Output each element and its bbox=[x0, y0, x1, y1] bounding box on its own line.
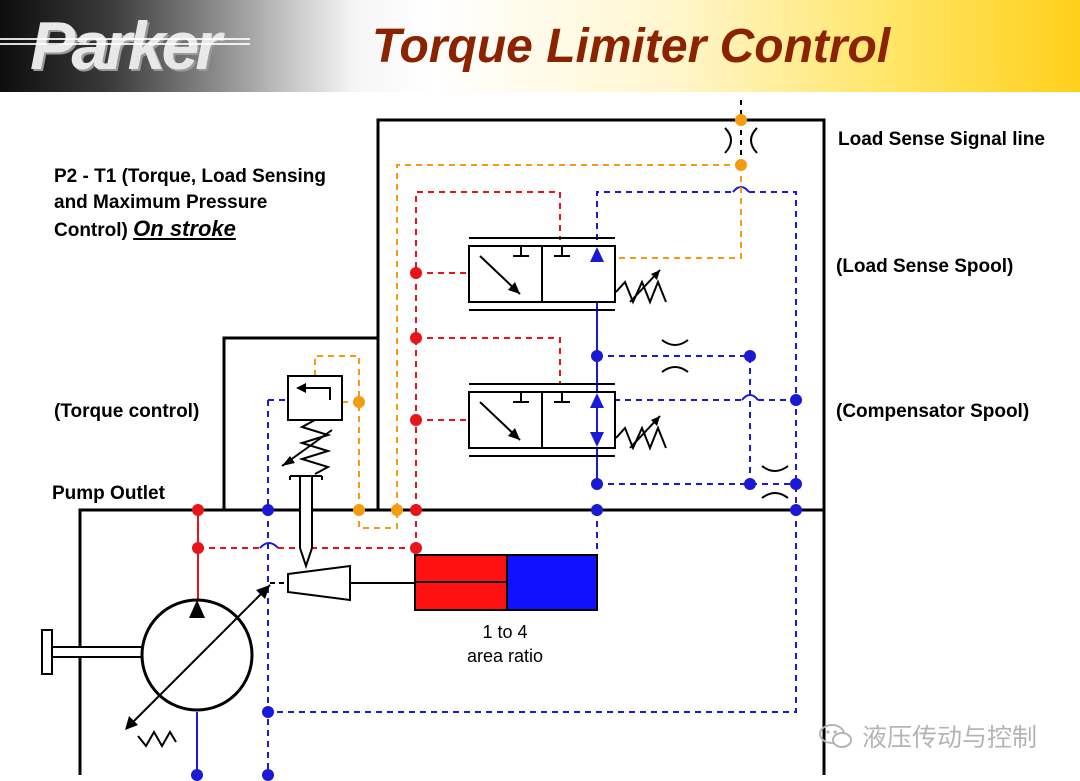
subtitle-line-1: P2 - T1 (Torque, Load Sensing bbox=[54, 166, 327, 187]
load-sense-spool-valve bbox=[468, 237, 667, 311]
label-torque-control: (Torque control) bbox=[54, 401, 200, 422]
area-ratio-label: 1 to 4 area ratio bbox=[440, 620, 570, 668]
label-pump-outlet: Pump Outlet bbox=[52, 483, 165, 504]
label-load-sense-spool: (Load Sense Spool) bbox=[836, 256, 1014, 277]
orifice-symbols bbox=[661, 127, 789, 499]
diagram-subtitle: P2 - T1 (Torque, Load Sensing and Maximu… bbox=[54, 164, 326, 244]
header-banner: Parker Torque Limiter Control bbox=[0, 0, 1080, 92]
junctions-blue bbox=[191, 350, 802, 781]
subtitle-line-2: and Maximum Pressure bbox=[54, 192, 268, 213]
housing-outlines bbox=[78, 118, 826, 775]
subtitle-emphasis: On stroke bbox=[133, 216, 236, 241]
label-load-sense-signal-line: Load Sense Signal line bbox=[838, 129, 1045, 150]
junctions-red bbox=[192, 267, 422, 554]
wechat-icon bbox=[819, 724, 852, 748]
label-compensator-spool: (Compensator Spool) bbox=[836, 401, 1030, 422]
subtitle-line-3: Control) On stroke bbox=[54, 216, 326, 244]
pump-housing bbox=[78, 508, 826, 775]
control-line-bridges bbox=[732, 186, 759, 401]
control-valve-housing bbox=[376, 118, 826, 510]
logo-stripes bbox=[0, 38, 250, 48]
torque-control-valve bbox=[281, 375, 343, 570]
slide-title: Torque Limiter Control bbox=[372, 20, 891, 73]
variable-pump bbox=[41, 584, 271, 749]
junctions-orange bbox=[353, 114, 747, 516]
watermark-text: 液压传动与控制 bbox=[861, 723, 1037, 752]
torque-control-housing bbox=[222, 336, 378, 510]
compensator-spool-valve bbox=[468, 383, 667, 457]
ratio-line-2: area ratio bbox=[466, 646, 544, 666]
control-lines bbox=[267, 191, 797, 775]
stroking-piston bbox=[270, 554, 598, 611]
watermark: 液压传动与控制 bbox=[818, 718, 1037, 754]
ratio-line-1: 1 to 4 bbox=[482, 622, 528, 642]
subtitle-prefix: Control) bbox=[54, 220, 134, 241]
